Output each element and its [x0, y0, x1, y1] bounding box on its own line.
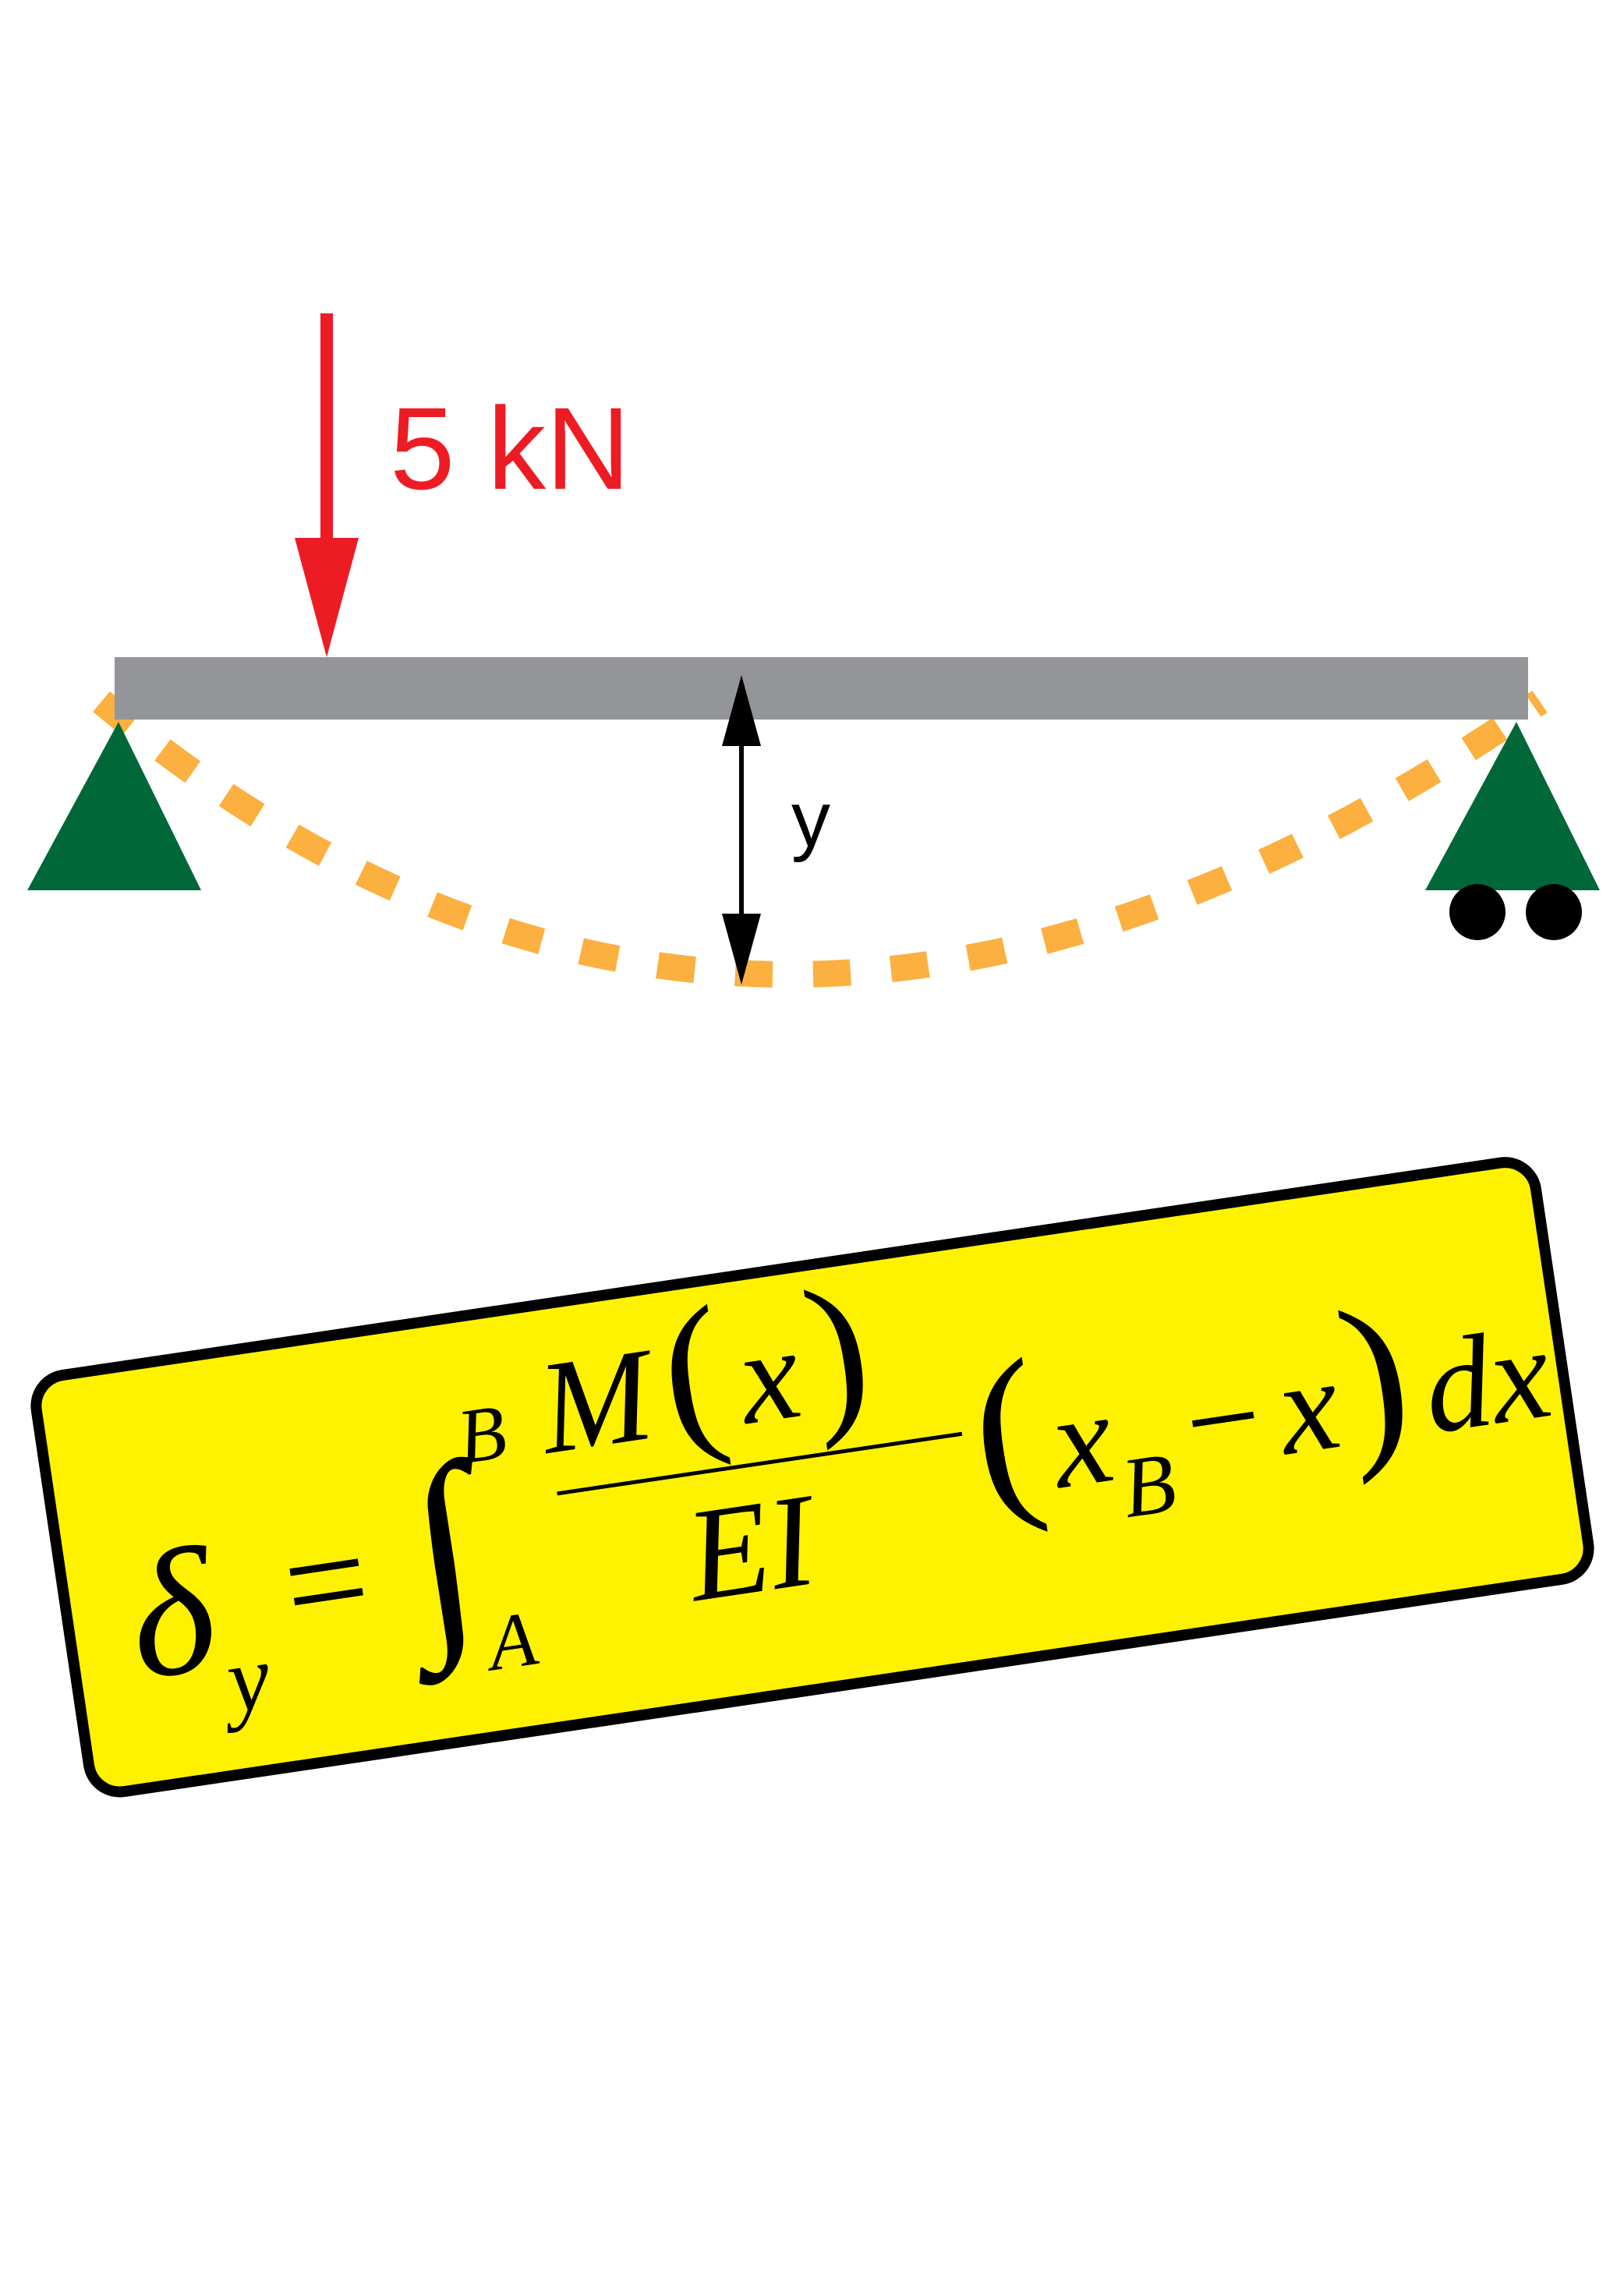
- formula-panel-background: [30, 1157, 1594, 1798]
- roller-wheel-right: [1526, 884, 1582, 940]
- arrow-up-icon: [722, 675, 761, 746]
- arrow-down-icon: [295, 313, 359, 657]
- load-arrow-head: [295, 538, 359, 657]
- deflected-shape-curve: [93, 691, 1548, 988]
- roller-support-icon: [1425, 722, 1600, 940]
- arrow-down-icon: [722, 914, 761, 985]
- fraction-denominator: EI: [677, 1466, 829, 1630]
- formula-differential: dx: [1414, 1298, 1559, 1461]
- fraction-bar: [557, 1431, 963, 1496]
- pin-support-icon: [27, 722, 201, 890]
- deflection-dimension-arrow: [722, 675, 761, 985]
- formula-panel: δ y = ∫ B A M(x) EI (xB−x)dx: [30, 1157, 1594, 1798]
- beam: [115, 657, 1528, 720]
- roller-wheel-left: [1449, 884, 1505, 940]
- load-label: 5 kN: [390, 383, 630, 514]
- roller-triangle: [1425, 722, 1600, 890]
- deflection-label: y: [791, 776, 830, 863]
